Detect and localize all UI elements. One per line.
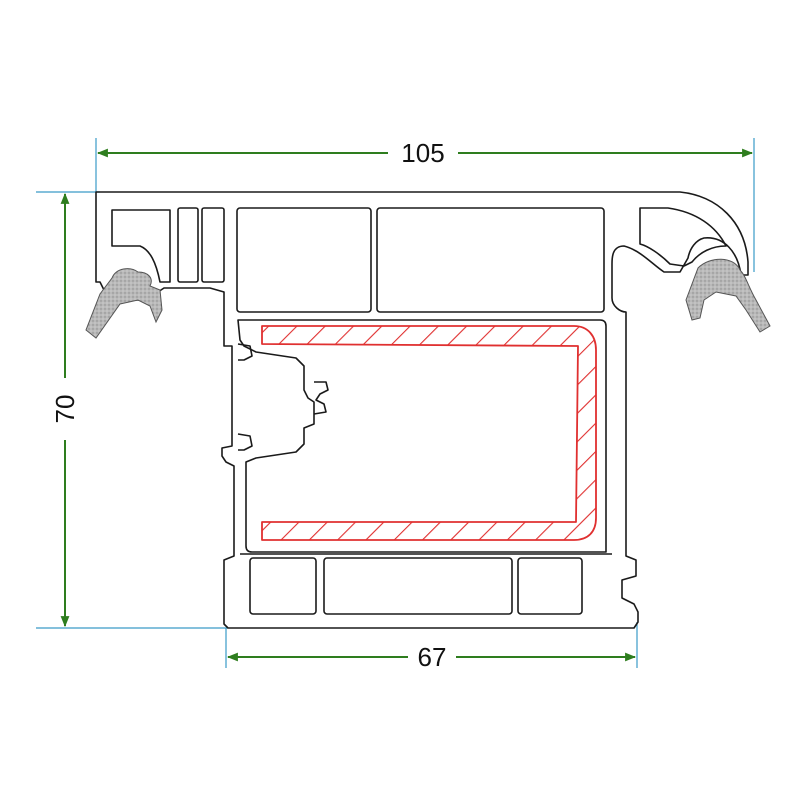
chamber-bottom-middle <box>323 557 513 615</box>
extension-lines <box>36 138 755 668</box>
profile-section <box>95 191 749 629</box>
profile-outer-contour <box>95 191 749 629</box>
gasket-left <box>85 268 163 339</box>
inner-width-dimension-label: 67 <box>418 642 447 672</box>
chamber-bottom-right <box>517 557 583 615</box>
chamber-nose <box>639 207 727 267</box>
gasket-right <box>685 258 771 333</box>
chamber-top-middle <box>236 207 372 313</box>
main-cavity <box>237 319 607 553</box>
bead-clip <box>313 381 329 415</box>
bead-groove-upper <box>237 343 253 361</box>
chamber-top-right <box>376 207 605 313</box>
bead-groove-lower <box>237 433 253 451</box>
chamber-top-slot-1 <box>177 207 199 283</box>
width-dimension-label: 105 <box>401 138 444 168</box>
chamber-top-slot-2 <box>201 207 225 283</box>
steel-reinforcement <box>261 325 597 541</box>
height-dimension-label: 70 <box>50 395 80 424</box>
dimension-height: 70 <box>50 192 80 628</box>
chamber-top-left-hook <box>111 209 171 283</box>
dimension-inner-width: 67 <box>226 642 637 672</box>
dimension-width: 105 <box>96 138 754 168</box>
chamber-bottom-left <box>249 557 317 615</box>
